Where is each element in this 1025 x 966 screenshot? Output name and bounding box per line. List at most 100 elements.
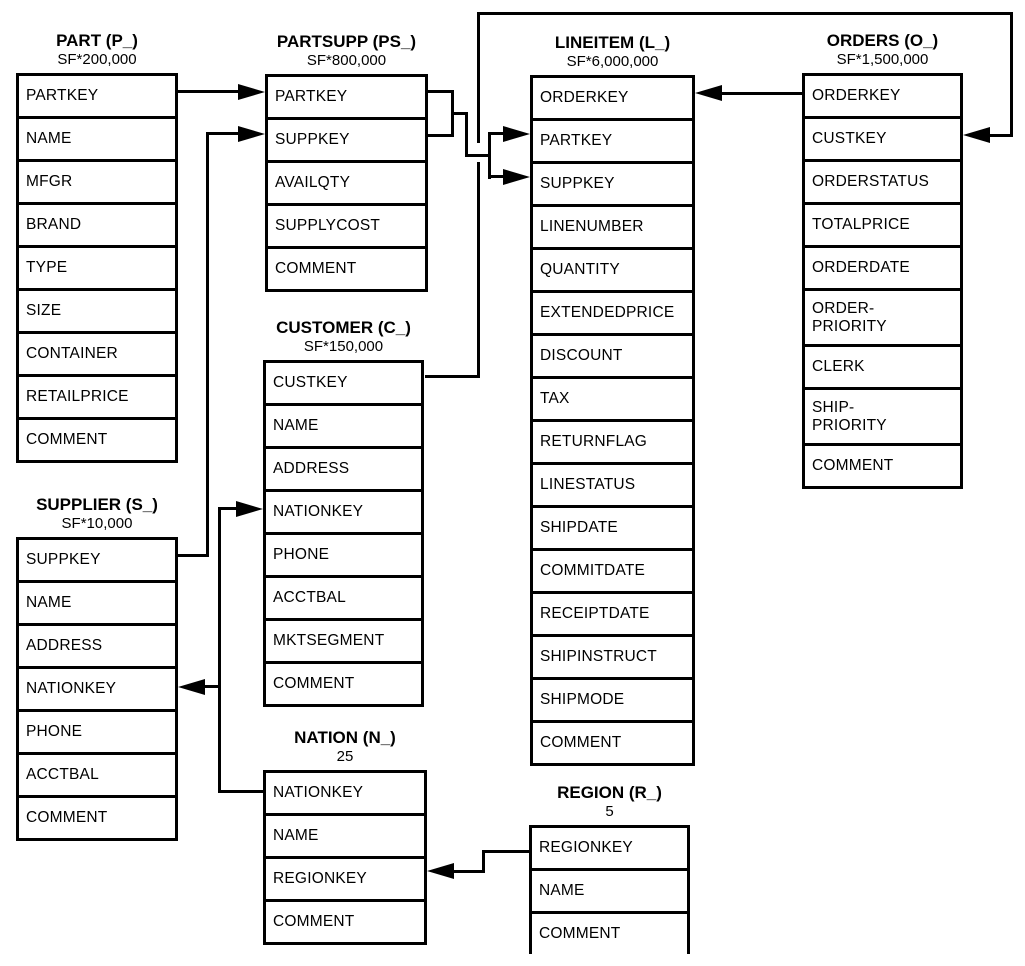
arrowhead-into-orders-custkey bbox=[963, 127, 990, 143]
supplier-table-header: SUPPLIER (S_) SF*10,000 bbox=[16, 495, 178, 533]
field-row: CUSTKEY bbox=[273, 374, 348, 392]
field-row: SHIPDATE bbox=[533, 505, 692, 548]
region-table-header: REGION (R_) 5 bbox=[529, 783, 690, 821]
field-row: ACCTBAL bbox=[266, 575, 421, 618]
fk-line-segment bbox=[453, 870, 485, 873]
field-row: COMMENT bbox=[805, 443, 960, 486]
part-table-cardinality: SF*200,000 bbox=[57, 51, 137, 68]
field-row: RETURNFLAG bbox=[533, 419, 692, 462]
field-row: COMMITDATE bbox=[533, 548, 692, 591]
field-row: NAME bbox=[266, 403, 421, 446]
orders-table-cardinality: SF*1,500,000 bbox=[836, 51, 929, 68]
nation-table-cardinality: 25 bbox=[336, 748, 354, 765]
fk-line-segment bbox=[477, 162, 480, 377]
field-row: COMMENT bbox=[19, 417, 175, 460]
field-row: NAME bbox=[19, 580, 175, 623]
field-row: PARTKEY bbox=[533, 118, 692, 161]
fk-line-segment bbox=[465, 154, 491, 157]
field-row: SHIP- PRIORITY bbox=[805, 387, 960, 443]
fk-line-segment bbox=[477, 12, 480, 143]
customer-table-header: CUSTOMER (C_) SF*150,000 bbox=[263, 318, 424, 356]
field-row: ADDRESS bbox=[266, 446, 421, 489]
partsupp-table-header: PARTSUPP (PS_) SF*800,000 bbox=[265, 32, 428, 70]
field-row: NAME bbox=[532, 868, 687, 911]
fk-line-segment bbox=[425, 375, 480, 378]
arrowhead-into-customer-nationkey bbox=[236, 501, 263, 517]
field-row: SUPPKEY bbox=[268, 117, 425, 160]
field-row: SUPPKEY bbox=[26, 551, 101, 569]
field-row: COMMENT bbox=[533, 720, 692, 763]
field-row: TAX bbox=[533, 376, 692, 419]
arrowhead-into-lineitem-partkey bbox=[503, 126, 530, 142]
field-row: LINENUMBER bbox=[533, 204, 692, 247]
fk-line-segment bbox=[206, 132, 209, 557]
lineitem-table-cardinality: SF*6,000,000 bbox=[566, 53, 659, 70]
fk-line-segment bbox=[719, 92, 802, 95]
field-row: CUSTKEY bbox=[805, 116, 960, 159]
field-row: CLERK bbox=[805, 344, 960, 387]
field-row: LINESTATUS bbox=[533, 462, 692, 505]
field-row: TYPE bbox=[19, 245, 175, 288]
nation-table-header: NATION (N_) 25 bbox=[263, 728, 427, 766]
field-row: COMMENT bbox=[266, 661, 421, 704]
fk-line-segment bbox=[218, 507, 221, 793]
field-row: NAME bbox=[19, 116, 175, 159]
field-row: COMMENT bbox=[19, 795, 175, 838]
fk-line-segment bbox=[482, 850, 529, 853]
field-row: NATIONKEY bbox=[273, 784, 364, 802]
field-row: SHIPMODE bbox=[533, 677, 692, 720]
part-table-header: PART (P_) SF*200,000 bbox=[16, 31, 178, 69]
field-row: TOTALPRICE bbox=[805, 202, 960, 245]
field-row: PARTKEY bbox=[26, 87, 99, 105]
partsupp-table-cardinality: SF*800,000 bbox=[306, 52, 387, 69]
field-row: QUANTITY bbox=[533, 247, 692, 290]
fk-line-segment bbox=[987, 134, 1013, 137]
arrowhead-into-nation-regionkey bbox=[427, 863, 454, 879]
field-row: ORDER- PRIORITY bbox=[805, 288, 960, 344]
field-row: SUPPKEY bbox=[533, 161, 692, 204]
fk-line-segment bbox=[488, 132, 491, 179]
field-row: EXTENDEDPRICE bbox=[533, 290, 692, 333]
field-row: NATIONKEY bbox=[19, 666, 175, 709]
field-row: NATIONKEY bbox=[266, 489, 421, 532]
field-row: RECEIPTDATE bbox=[533, 591, 692, 634]
field-row: SHIPINSTRUCT bbox=[533, 634, 692, 677]
field-row: PARTKEY bbox=[275, 88, 348, 106]
supplier-table-cardinality: SF*10,000 bbox=[61, 515, 133, 532]
fk-line-segment bbox=[465, 112, 468, 157]
field-row: MFGR bbox=[19, 159, 175, 202]
field-row: REGIONKEY bbox=[266, 856, 424, 899]
fk-line-segment bbox=[428, 134, 454, 137]
field-row: RETAILPRICE bbox=[19, 374, 175, 417]
fk-line-segment bbox=[218, 507, 239, 510]
arrowhead-into-lineitem-orderkey bbox=[695, 85, 722, 101]
arrowhead-into-lineitem-suppkey bbox=[503, 169, 530, 185]
orders-table-header: ORDERS (O_) SF*1,500,000 bbox=[802, 31, 963, 69]
lineitem-table-title: LINEITEM (L_) bbox=[554, 33, 671, 52]
fk-line-segment bbox=[206, 132, 241, 135]
orders-table-title: ORDERS (O_) bbox=[826, 31, 939, 50]
field-row: REGIONKEY bbox=[539, 839, 633, 857]
fk-line-segment bbox=[218, 790, 263, 793]
field-row: ADDRESS bbox=[19, 623, 175, 666]
field-row: PHONE bbox=[19, 709, 175, 752]
field-row: ACCTBAL bbox=[19, 752, 175, 795]
field-row: SIZE bbox=[19, 288, 175, 331]
fk-line-segment bbox=[488, 175, 506, 178]
field-row: DISCOUNT bbox=[533, 333, 692, 376]
field-row: PHONE bbox=[266, 532, 421, 575]
field-row: ORDERSTATUS bbox=[805, 159, 960, 202]
field-row: MKTSEGMENT bbox=[266, 618, 421, 661]
field-row: AVAILQTY bbox=[268, 160, 425, 203]
partsupp-table-title: PARTSUPP (PS_) bbox=[276, 32, 417, 51]
fk-line-segment bbox=[482, 850, 485, 873]
field-row: ORDERKEY bbox=[540, 89, 629, 107]
customer-table-title: CUSTOMER (C_) bbox=[276, 318, 411, 337]
